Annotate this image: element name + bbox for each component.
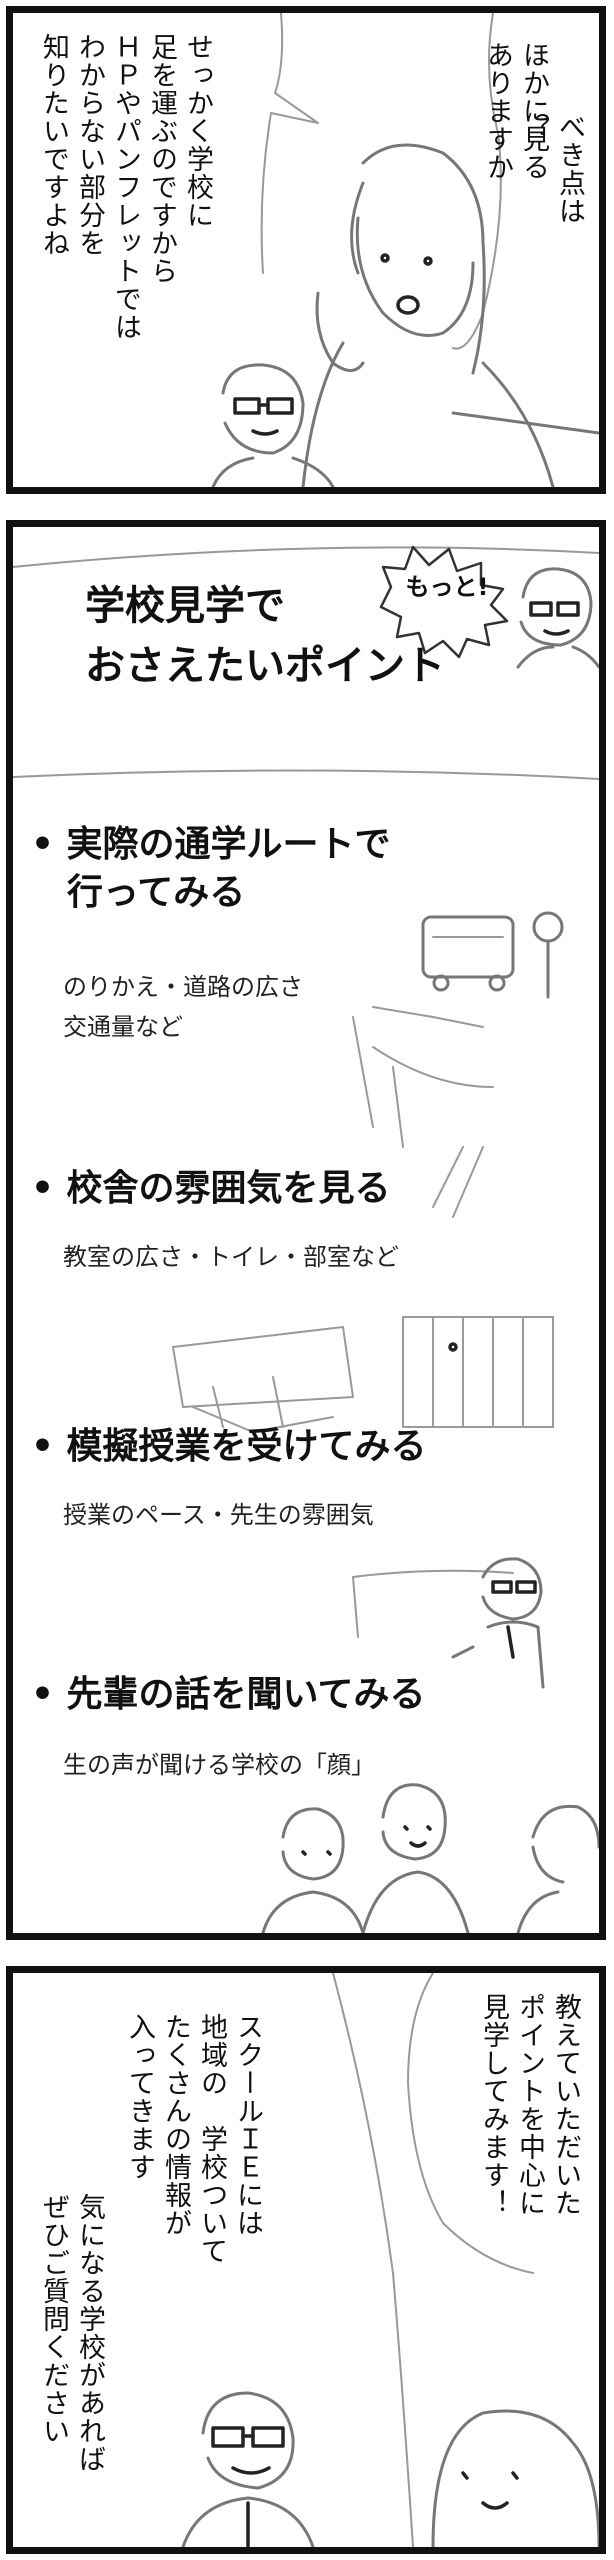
title-frame-top (13, 546, 599, 568)
panel2-title-line1: 学校見学で (85, 583, 285, 629)
man-body (181, 2496, 315, 2547)
middle-speech-bubble-outline (332, 1973, 414, 2547)
blackboard-illustration (352, 1569, 514, 1638)
woman-speech-text: ほかに見る ありますか (482, 41, 549, 181)
man-head (221, 363, 305, 455)
man-body (211, 456, 335, 487)
bus-stop-sign (532, 911, 564, 943)
woman-reply-text: 教えていただいた ポイントを中心に 見学してみます！ (478, 1993, 581, 2217)
point-1-title: • 実際の通学ルートで 行ってみる (31, 824, 391, 913)
school-building-illustration (172, 1326, 354, 1408)
woman-hair (361, 143, 486, 375)
left-speech-bubble-outline (260, 13, 319, 274)
man-invite-text: 気になる学校があれば ぜひご質問ください (38, 2193, 105, 2473)
panel2-illustration (13, 545, 599, 1933)
woman-body (301, 341, 555, 487)
woman-face (355, 216, 475, 337)
comic-panel-2: 学校見学で おさえたいポイント もっと! • 実際の通学ルートで 行ってみる の… (6, 520, 606, 1940)
man-speech-text: せっかく学校に 足を運ぶのですから ＨＰやパンフレットでは わからない部分を 知… (38, 33, 213, 341)
point-2-detail: 教室の広さ・トイレ・部室など (63, 1243, 399, 1271)
point-4-title: • 先輩の話を聞いてみる (31, 1674, 426, 1715)
student-head-right (531, 1804, 599, 1884)
panel3-illustration (181, 1973, 599, 2547)
right-speech-bubble-outline (407, 1973, 534, 2274)
point-2-title: • 校舎の雰囲気を見る (31, 1168, 391, 1209)
student-head-middle (381, 1783, 447, 1861)
lecturer-head (481, 1557, 543, 1621)
motto-badge-text: もっと! (405, 573, 489, 601)
student-head-left (281, 1807, 345, 1881)
panel2-title-line2: おさえたいポイント (85, 643, 445, 689)
man-head (201, 2391, 295, 2490)
comic-panel-1: ほかに見る ありますか べき点は ？ せっかく学校に 足を運ぶのですから ＨＰや… (6, 6, 606, 494)
woman-hand (315, 291, 365, 372)
comic-panel-3: 教えていただいた ポイントを中心に 見学してみます！ スクールＩＥには 地域の … (6, 1966, 606, 2554)
title-frame-bottom (13, 769, 599, 780)
bus-illustration (421, 915, 515, 979)
teacher-head (519, 567, 593, 647)
woman-head (431, 2409, 599, 2547)
table-edge (451, 411, 599, 435)
point-3-detail: 授業のペース・先生の雰囲気 (63, 1501, 374, 1529)
man-info-text: スクールＩＥには 地域の 学校ついて たくさんの情報が 入ってきます (124, 2013, 263, 2265)
motto-burst (379, 545, 509, 659)
road-illustration (372, 1006, 494, 1218)
woman-speech-text-extra: べき点は ？ (518, 113, 585, 225)
point-4-detail: 生の声が聞ける学校の「顔」 (63, 1751, 375, 1779)
right-speech-bubble-outline (452, 13, 502, 350)
panel1-illustration (211, 13, 599, 487)
point-3-title: • 模擬授業を受けてみる (31, 1426, 427, 1467)
point-1-detail: のりかえ・道路の広さ 交通量など (63, 973, 303, 1041)
